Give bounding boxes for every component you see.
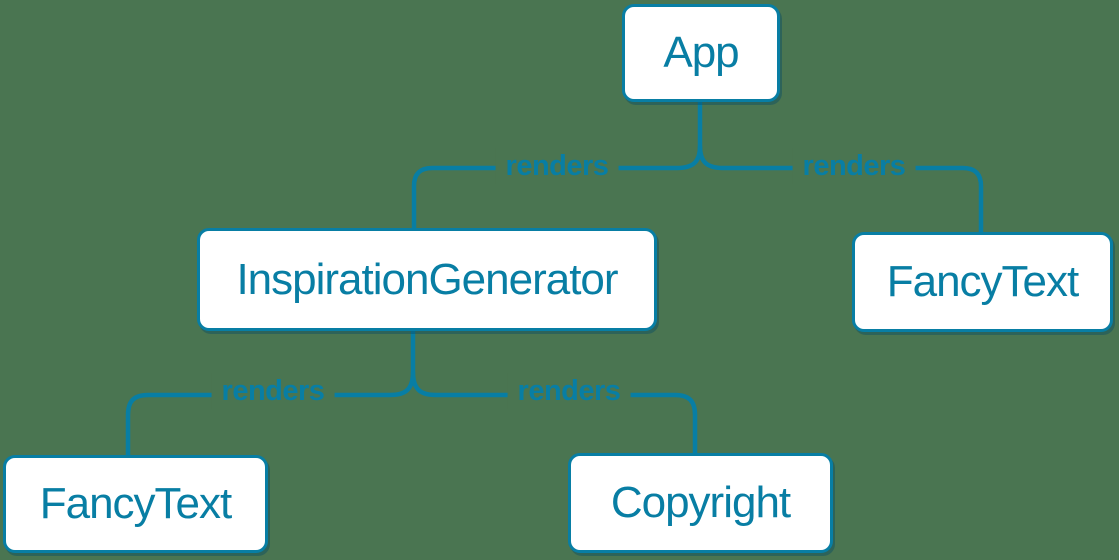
edge-label-renders: renders: [792, 148, 916, 184]
node-label: FancyText: [39, 479, 233, 528]
node-label: InspirationGenerator: [236, 254, 618, 304]
node-inspiration-generator: InspirationGenerator: [197, 228, 657, 331]
node-copyright: Copyright: [568, 453, 833, 553]
edge-inspirationgenerator-to-fancytext: [125, 371, 416, 457]
edge-inspirationgenerator-to-copyright: [410, 371, 698, 455]
node-app: App: [622, 4, 780, 102]
node-label: Copyright: [610, 478, 791, 527]
edge-label-renders: renders: [211, 373, 335, 409]
edge-label-renders: renders: [507, 373, 631, 409]
node-fancy-text-bottom: FancyText: [3, 455, 268, 553]
node-fancy-text-top: FancyText: [852, 232, 1113, 332]
edge-app-to-fancytext: [697, 145, 984, 234]
edge-app-to-inspirationgenerator: [411, 145, 703, 230]
node-label: FancyText: [886, 257, 1080, 306]
edge-label-renders: renders: [495, 148, 619, 184]
node-label: App: [663, 28, 739, 77]
